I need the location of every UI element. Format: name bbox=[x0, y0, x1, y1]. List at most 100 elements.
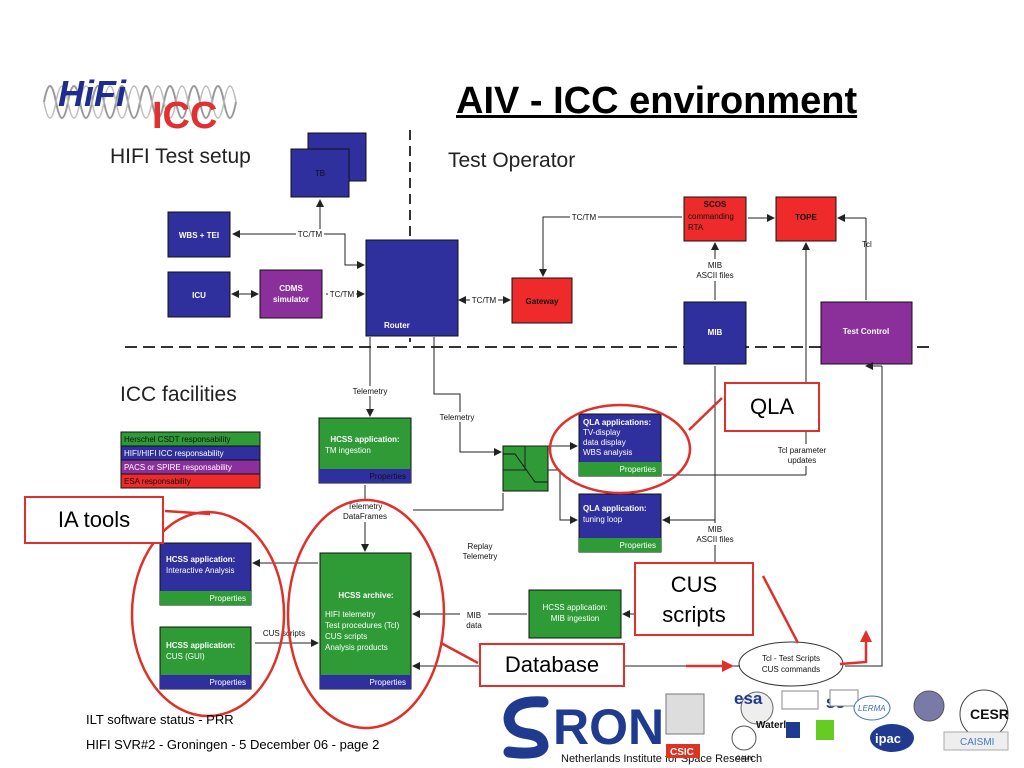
router-box bbox=[365, 239, 459, 337]
database-callout: Database bbox=[479, 643, 625, 687]
edge-label-mib-2: ASCII files bbox=[696, 271, 733, 280]
legend-label-2: HIFI/HIFI ICC responsability bbox=[124, 449, 224, 458]
cus-scripts-callout-line-1: CUS bbox=[670, 572, 718, 597]
edge-label-tcl-param-1: Tcl parameter bbox=[778, 446, 827, 455]
edge-label-mib-3: MIB bbox=[708, 525, 722, 534]
edge-label-cus-scripts: CUS scripts bbox=[263, 629, 305, 638]
tb-label: TB bbox=[315, 169, 325, 178]
edge-label-telemetry-1: Telemetry bbox=[353, 387, 388, 396]
tope-box bbox=[775, 196, 837, 242]
mib-ingestion-box bbox=[528, 589, 622, 639]
cdms-label-1: CDMS bbox=[279, 284, 303, 293]
tcl-scripts-ellipse bbox=[738, 641, 844, 687]
edge-label-mib-4: ASCII files bbox=[696, 535, 733, 544]
partner-ipac: ipac bbox=[875, 731, 901, 746]
mib-ingestion-sub: MIB ingestion bbox=[551, 614, 599, 623]
slide-title: AIV - ICC environment bbox=[456, 80, 858, 122]
icu-box bbox=[167, 271, 231, 318]
wbs-tei-label: WBS + TEI bbox=[179, 231, 219, 240]
edge-label-mib-1: MIB bbox=[708, 261, 722, 270]
qla-tuning-title: QLA application: bbox=[583, 504, 647, 513]
icu-label: ICU bbox=[192, 291, 206, 300]
edge-label-tcl-param-2: updates bbox=[788, 456, 816, 465]
legend-label-3: PACS or SPIRE responsability bbox=[124, 463, 232, 472]
archive-line-3: CUS scripts bbox=[325, 632, 367, 641]
gateway-box bbox=[511, 277, 573, 324]
archive-line-4: Analysis products bbox=[325, 643, 388, 652]
ia-tools-callout: IA tools bbox=[24, 496, 164, 544]
router-label: Router bbox=[384, 321, 410, 330]
partner-esa: esa bbox=[734, 689, 763, 708]
qla-apps-line-2: data display bbox=[583, 438, 626, 447]
database-highlight-ellipse bbox=[286, 498, 446, 730]
scos-label-3: RTA bbox=[688, 223, 704, 232]
edge-label-mib-data-2: data bbox=[466, 621, 482, 630]
edge-label-tctm-2: TC/TM bbox=[330, 290, 355, 299]
cus-gui-props: Properties bbox=[210, 678, 246, 687]
edge-label-mib-data-1: MIB bbox=[467, 611, 481, 620]
hifi-icc-logo: HiFi ICC bbox=[43, 73, 237, 137]
section-test-operator: Test Operator bbox=[448, 149, 576, 172]
section-icc-facilities: ICC facilities bbox=[120, 383, 237, 406]
cdms-label-2: simulator bbox=[273, 295, 309, 304]
edge-label-tctm-1: TC/TM bbox=[298, 230, 323, 239]
scos-box bbox=[683, 196, 747, 242]
mib-ingestion-title: HCSS application: bbox=[543, 603, 608, 612]
scos-label-1: SCOS bbox=[704, 200, 727, 209]
partner-logos: esa SU CSIC Waterloo CAMK LERMA CESR ipa… bbox=[665, 689, 1009, 762]
interactive-props: Properties bbox=[210, 594, 246, 603]
edge-label-replay-2: Telemetry bbox=[463, 552, 498, 561]
interactive-title: HCSS application: bbox=[166, 555, 235, 564]
edge-label-replay-1: Replay bbox=[468, 542, 493, 551]
qla-apps-title: QLA applications: bbox=[583, 418, 651, 427]
logo-suffix: ICC bbox=[152, 95, 217, 137]
qla-apps-props: Properties bbox=[620, 465, 656, 474]
cus-gui-sub: CUS (GUI) bbox=[166, 652, 205, 661]
test-control-label: Test Control bbox=[843, 327, 890, 336]
wbs-tei-box bbox=[167, 211, 231, 258]
mib-label: MIB bbox=[708, 328, 723, 337]
edge-label-tcl: Tcl bbox=[862, 240, 872, 249]
cus-scripts-callout-line-2: scripts bbox=[662, 602, 726, 627]
mib-box bbox=[683, 301, 747, 365]
archive-line-1: HIFI telemetry bbox=[325, 610, 375, 619]
edge-label-tctm-3: TC/TM bbox=[472, 296, 497, 305]
scos-label-2: commanding bbox=[688, 212, 734, 221]
tm-ingestion-props: Properties bbox=[370, 472, 406, 481]
tm-ingestion-sub: TM ingestion bbox=[325, 446, 371, 455]
tcl-scripts-label-1: Tcl - Test Scripts bbox=[762, 654, 820, 663]
edge-label-telemetry-df-1: Telemetry bbox=[348, 502, 383, 511]
legend-label-1: Herschel CSDT responsability bbox=[124, 435, 231, 444]
tb-box bbox=[290, 148, 350, 198]
footer-line-1: ILT software status - PRR bbox=[86, 712, 234, 727]
edge-label-tctm-4: TC/TM bbox=[572, 213, 597, 222]
sron-logo-text: RON bbox=[553, 699, 664, 755]
partner-caismi: CAISMI bbox=[960, 737, 994, 748]
section-test-setup: HIFI Test setup bbox=[110, 145, 251, 168]
legend-swatch-4 bbox=[120, 473, 261, 489]
tcl-scripts-label-2: CUS commands bbox=[762, 665, 820, 674]
edge-label-telemetry-df-2: DataFrames bbox=[343, 512, 387, 521]
qla-highlight-ellipse bbox=[548, 403, 692, 495]
edge-label-telemetry-2: Telemetry bbox=[440, 413, 475, 422]
archive-title: HCSS archive: bbox=[338, 591, 393, 600]
partner-csic: CSIC bbox=[670, 747, 694, 758]
qla-apps-line-1: TV-display bbox=[583, 428, 620, 437]
interactive-sub: Interactive Analysis bbox=[166, 566, 234, 575]
partner-cesr: CESR bbox=[970, 706, 1009, 722]
qla-apps-line-3: WBS analysis bbox=[583, 448, 632, 457]
ia-tools-highlight-ellipse bbox=[130, 510, 286, 718]
hcss-archive-box bbox=[319, 552, 412, 690]
footer-line-2: HIFI SVR#2 - Groningen - 5 December 06 -… bbox=[86, 737, 380, 752]
tope-label: TOPE bbox=[795, 213, 817, 222]
cus-scripts-callout: CUS scripts bbox=[634, 562, 754, 636]
tm-ingestion-title: HCSS application: bbox=[330, 435, 399, 444]
partner-lerma: LERMA bbox=[858, 704, 886, 713]
gateway-label: Gateway bbox=[526, 297, 559, 306]
cus-gui-title: HCSS application: bbox=[166, 641, 235, 650]
cdms-box bbox=[259, 269, 323, 319]
qla-callout: QLA bbox=[724, 382, 820, 432]
partner-camk: CAMK bbox=[736, 756, 753, 762]
